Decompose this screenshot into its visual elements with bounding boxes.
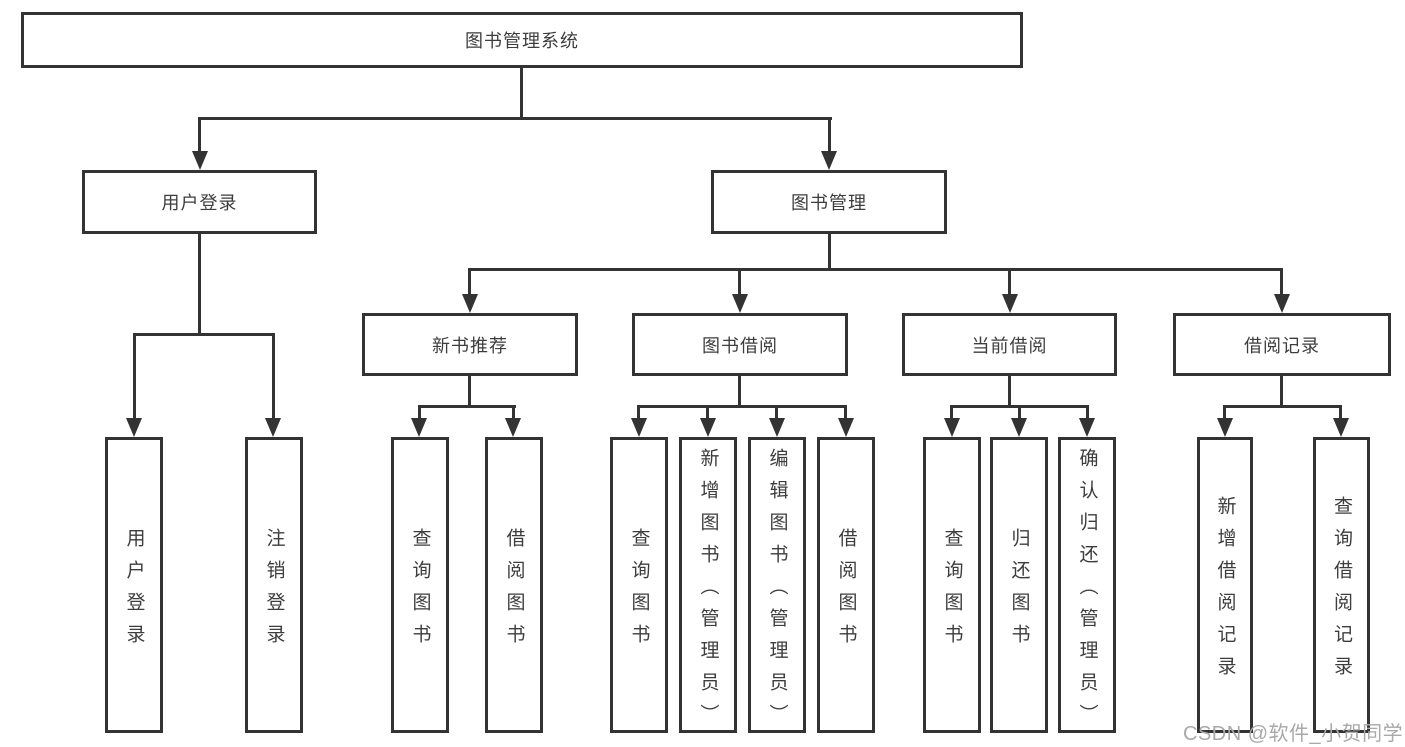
leaf-return-books: 归还图书 (990, 437, 1048, 733)
arrow-down-icon (732, 294, 748, 313)
arrow-down-icon (126, 418, 142, 437)
leaf-query-books-borrowing: 查询图书 (610, 437, 668, 733)
connector-stem (1008, 376, 1011, 408)
connector-drop (198, 117, 201, 153)
leaf-borrow-books-recommend: 借阅图书 (485, 437, 543, 733)
node-label: 查询借阅记录 (1331, 495, 1352, 688)
node-label: 查询图书 (409, 527, 431, 656)
connector-drop (1018, 405, 1021, 420)
arrow-down-icon (1079, 418, 1095, 437)
connector-user-login-stem (198, 233, 201, 336)
connector-root-stem (520, 68, 523, 119)
connector-drop (512, 405, 515, 420)
leaf-add-borrow-record: 新增借阅记录 (1197, 437, 1253, 733)
connector-drop (133, 333, 136, 420)
connector-drop (1280, 268, 1283, 296)
node-label: 归还图书 (1008, 527, 1030, 656)
node-new-book-recommendation: 新书推荐 (362, 313, 578, 376)
leaf-borrow-books-borrowing: 借阅图书 (817, 437, 875, 733)
node-library-management-system: 图书管理系统 (21, 12, 1023, 68)
node-label: 查询图书 (628, 527, 650, 656)
connector-stem (1280, 376, 1283, 408)
connector-stem (738, 376, 741, 408)
node-label: 编辑图书（管理员） (766, 447, 788, 736)
leaf-add-book-admin: 新增图书（管理员） (679, 437, 737, 736)
arrow-down-icon (1333, 418, 1349, 437)
node-borrowing-records: 借阅记录 (1173, 313, 1391, 376)
arrow-down-icon (700, 418, 716, 437)
connector-drop (468, 268, 471, 296)
connector-branch (637, 405, 847, 408)
node-book-borrowing: 图书借阅 (632, 313, 848, 376)
leaf-query-books-recommend: 查询图书 (391, 437, 449, 733)
leaf-query-borrow-record: 查询借阅记录 (1313, 437, 1370, 733)
arrow-down-icon (505, 418, 521, 437)
arrow-down-icon (821, 151, 837, 170)
connector-book-management-branch (468, 268, 1283, 271)
node-user-login: 用户登录 (82, 170, 317, 234)
leaf-edit-book-admin: 编辑图书（管理员） (748, 437, 806, 736)
connector-drop (950, 405, 953, 420)
connector-drop (418, 405, 421, 420)
connector-branch (418, 405, 516, 408)
arrow-down-icon (265, 418, 281, 437)
arrow-down-icon (1002, 294, 1018, 313)
arrow-down-icon (944, 418, 960, 437)
connector-drop (844, 405, 847, 420)
node-label: 当前借阅 (971, 335, 1048, 356)
arrow-down-icon (838, 418, 854, 437)
node-label: 新增图书（管理员） (697, 447, 719, 736)
connector-drop (828, 117, 831, 153)
leaf-query-books-current: 查询图书 (923, 437, 981, 733)
connector-drop (1223, 405, 1226, 420)
connector-drop (1086, 405, 1089, 420)
connector-drop (738, 268, 741, 296)
connector-branch (1223, 405, 1342, 408)
leaf-confirm-return-admin: 确认归还（管理员） (1058, 437, 1116, 736)
node-label: 注销登录 (263, 527, 285, 656)
connector-drop (637, 405, 640, 420)
leaf-user-login: 用户登录 (105, 437, 163, 733)
arrow-down-icon (1217, 418, 1233, 437)
connector-user-login-branch (133, 333, 275, 336)
connector-drop (272, 333, 275, 420)
arrow-down-icon (462, 294, 478, 313)
node-label: 用户登录 (123, 527, 145, 656)
node-label: 图书管理系统 (465, 31, 579, 51)
arrow-down-icon (769, 418, 785, 437)
node-label: 查询图书 (941, 527, 963, 656)
arrow-down-icon (631, 418, 647, 437)
leaf-logout: 注销登录 (245, 437, 303, 733)
node-label: 新书推荐 (432, 335, 508, 356)
arrow-down-icon (192, 151, 208, 170)
connector-drop (775, 405, 778, 420)
node-label: 确认归还（管理员） (1076, 447, 1098, 736)
node-label: 用户登录 (161, 193, 238, 213)
node-label: 借阅图书 (503, 527, 525, 656)
connector-drop (1008, 268, 1011, 296)
node-current-borrowing: 当前借阅 (902, 313, 1117, 376)
connector-drop (706, 405, 709, 420)
node-label: 图书借阅 (702, 335, 778, 356)
node-label: 新增借阅记录 (1214, 495, 1236, 688)
connector-root-branch (198, 117, 832, 120)
watermark: CSDN @软件_小贺同学 (1183, 723, 1404, 745)
connector-drop (1339, 405, 1342, 420)
node-book-management: 图书管理 (711, 170, 947, 234)
arrow-down-icon (1011, 418, 1027, 437)
arrow-down-icon (411, 418, 427, 437)
connector-stem (468, 376, 471, 408)
connector-book-management-stem (828, 234, 831, 271)
node-label: 图书管理 (791, 193, 867, 213)
arrow-down-icon (1274, 294, 1290, 313)
node-label: 借阅图书 (835, 527, 857, 656)
node-label: 借阅记录 (1244, 335, 1320, 356)
